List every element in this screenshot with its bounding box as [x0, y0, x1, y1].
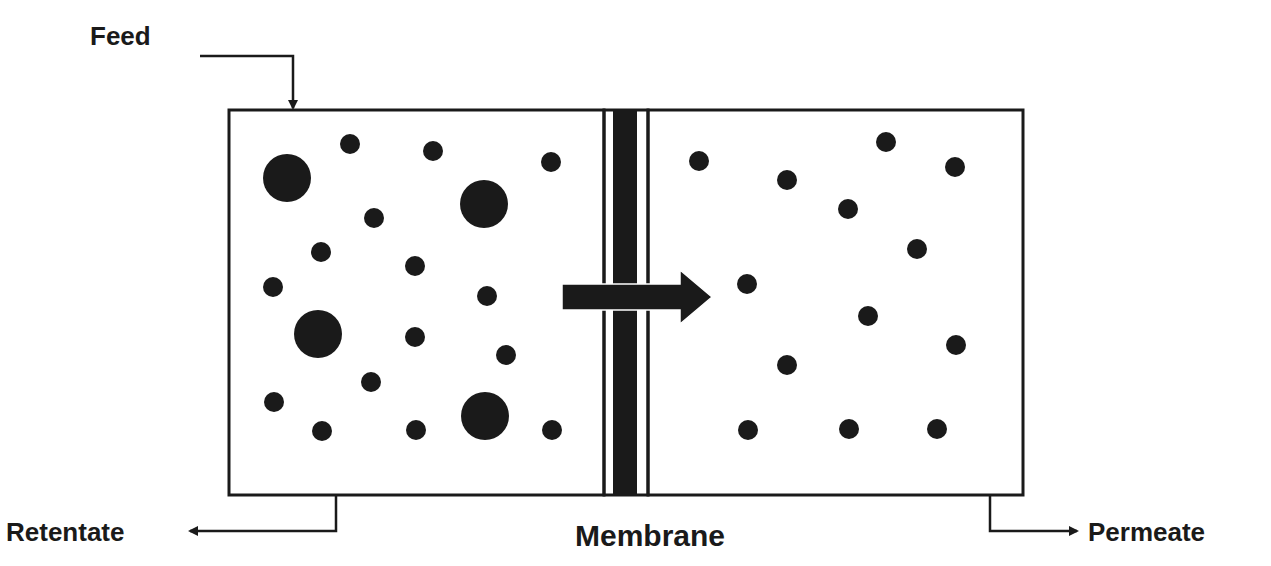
feed-label: Feed	[88, 22, 153, 51]
large-particles	[263, 154, 509, 440]
permeation-arrow	[562, 270, 712, 324]
membrane-label: Membrane	[573, 519, 727, 552]
retentate-label: Retentate	[4, 518, 126, 547]
small-particles	[263, 132, 966, 441]
permeate-label: Permeate	[1086, 518, 1207, 547]
flow-lines	[190, 56, 1077, 531]
vessel	[229, 110, 1023, 495]
